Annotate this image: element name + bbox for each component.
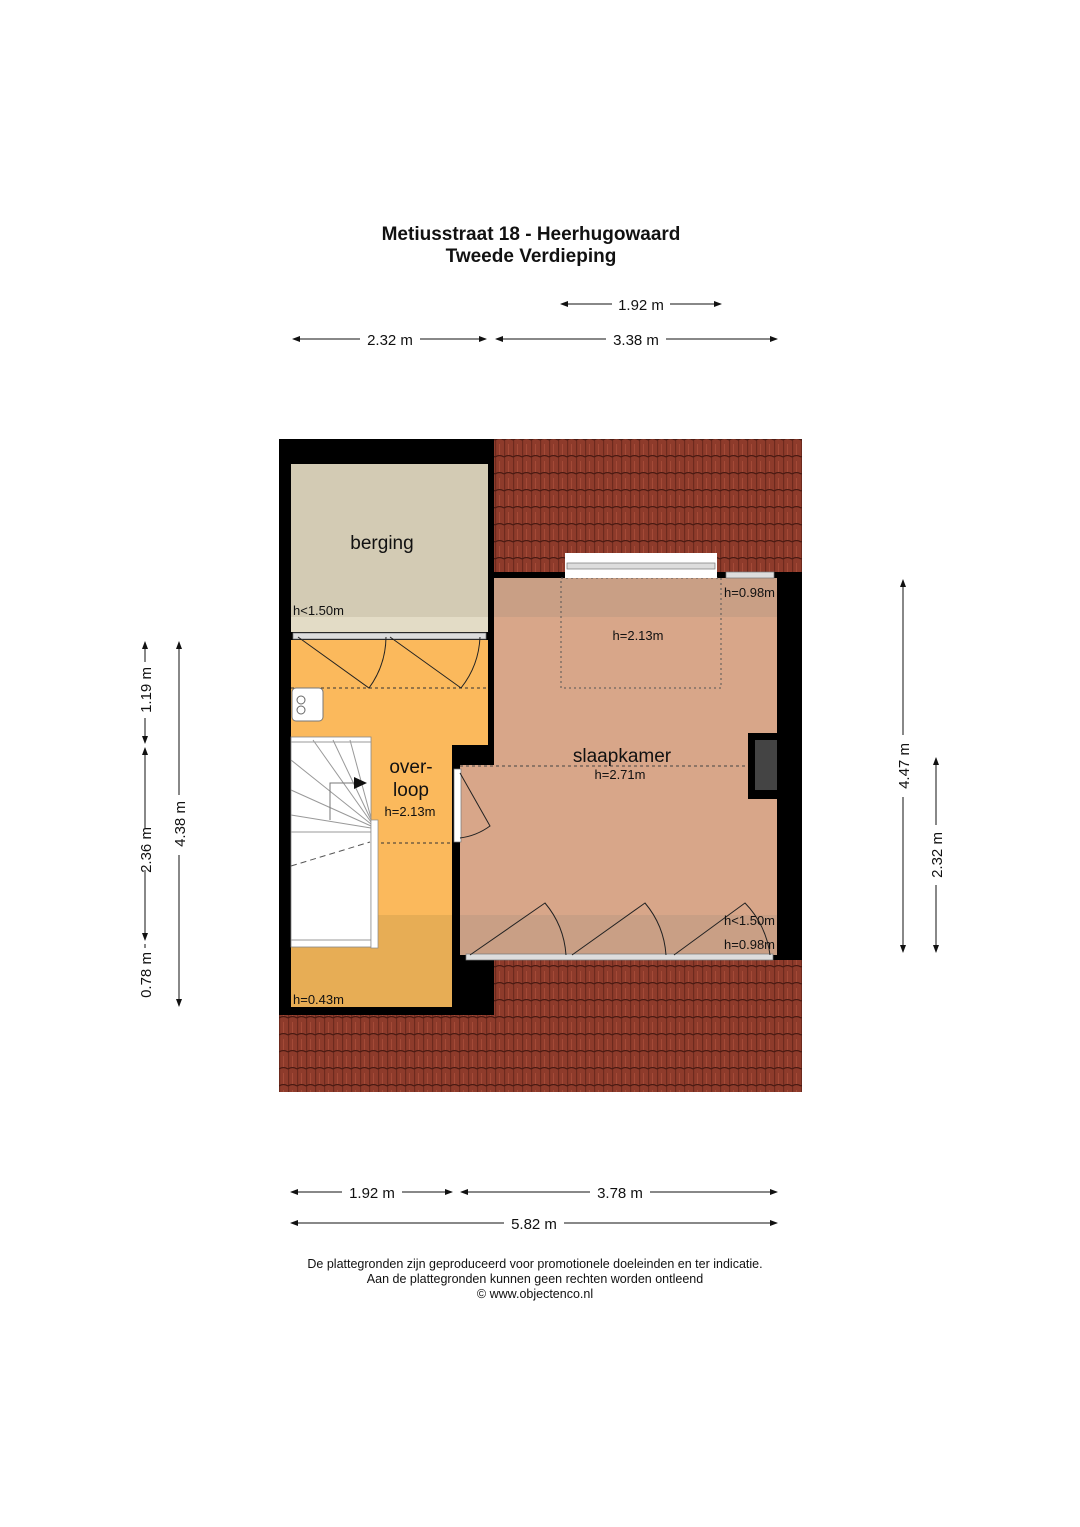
wardrobe-doors[interactable] [292,632,487,640]
svg-text:2.32 m: 2.32 m [929,832,946,878]
overloop-height: h=2.13m [385,804,436,819]
dimension-bottom-5-82: 5.82 m [290,1216,778,1233]
overloop-label-1: over- [389,757,432,778]
slaapkamer-label: slaapkamer [573,746,672,767]
svg-text:3.38 m: 3.38 m [613,332,659,349]
disclaimer-line-2: Aan de plattegronden kunnen geen rechten… [367,1272,703,1286]
window-swing-icon [571,902,667,956]
svg-text:0.78 m: 0.78 m [138,952,155,998]
svg-text:4.47 m: 4.47 m [896,743,913,789]
bottom-low-height-2: h=0.98m [724,937,775,952]
svg-text:3.78 m: 3.78 m [597,1185,643,1202]
roof-windows[interactable] [465,953,774,961]
berging-label: berging [350,533,413,554]
dormer-height: h=2.13m [613,628,664,643]
slaapkamer-height: h=2.71m [595,767,646,782]
window-swing-icon [469,902,567,956]
dimension-top-1-92: 1.92 m [560,297,722,314]
dimension-left-2-36: 2.36 m [138,747,155,941]
floor-name: Tweede Verdieping [446,246,617,267]
disclaimer-line-1: De plattegronden zijn geproduceerd voor … [307,1257,762,1271]
window[interactable] [566,562,716,570]
berging-low-zone [291,617,488,632]
dimension-left-1-19: 1.19 m [138,641,155,744]
svg-text:2.32 m: 2.32 m [367,332,413,349]
dimension-left-0-78: 0.78 m [138,944,155,998]
door-swing-icon [459,772,491,839]
window[interactable] [725,571,775,579]
dimension-left-4-38: 4.38 m [172,641,189,1007]
sink-icon [291,687,324,722]
dimension-right-4-47: 4.47 m [896,579,913,953]
chimney-inner [755,740,777,790]
door-swing-icon [297,636,387,689]
window-swing-icon [673,902,771,956]
svg-text:4.38 m: 4.38 m [172,801,189,847]
slaapkamer-low-zone-top [494,578,777,617]
berging-height: h<1.50m [293,603,344,618]
svg-text:1.92 m: 1.92 m [618,297,664,314]
dimension-right-2-32: 2.32 m [929,757,946,953]
svg-text:1.19 m: 1.19 m [138,667,155,713]
bottom-low-height-1: h<1.50m [724,913,775,928]
staircase-icon [290,736,379,949]
overloop-label-2: loop [393,780,429,801]
slaapkamer-door[interactable] [453,768,462,843]
door-swing-icon [389,636,481,689]
top-right-height: h=0.98m [724,585,775,600]
svg-text:1.92 m: 1.92 m [349,1185,395,1202]
overloop-low-height: h=0.43m [293,992,344,1007]
dimension-top-2-32: 2.32 m [292,332,487,349]
dimension-bottom-1-92: 1.92 m [290,1185,453,1202]
copyright: © www.objectenco.nl [477,1287,593,1301]
plan-title: Metiusstraat 18 - Heerhugowaard [382,224,681,245]
svg-text:2.36 m: 2.36 m [138,827,155,873]
room-berging [291,464,488,632]
dimension-bottom-3-78: 3.78 m [460,1185,778,1202]
svg-text:5.82 m: 5.82 m [511,1216,557,1233]
dimension-top-3-38: 3.38 m [495,332,778,349]
